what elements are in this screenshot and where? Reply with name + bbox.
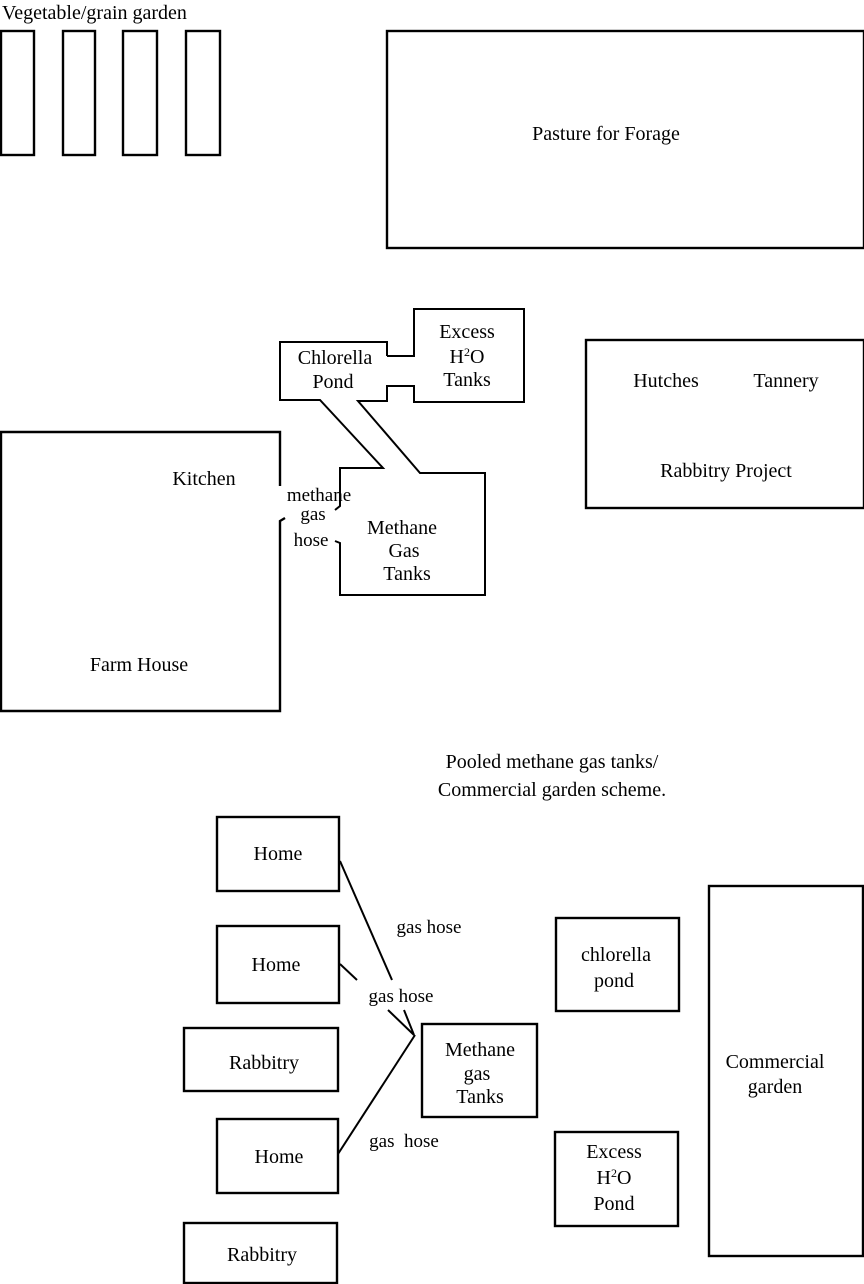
kitchen-label: Kitchen xyxy=(172,468,235,490)
caption-line1: Pooled methane gas tanks/ xyxy=(446,751,659,773)
garden-row-1 xyxy=(0,29,36,157)
excess-tanks-line2: H2O xyxy=(450,345,485,368)
gas-hose-line-2 xyxy=(339,963,358,981)
garden-row-3 xyxy=(121,29,159,157)
pooled-methane-line1: Methane xyxy=(445,1039,515,1061)
methane-hose-line2: gas xyxy=(300,504,325,525)
home-box-1 xyxy=(215,815,341,893)
gas-hose-line-1 xyxy=(339,860,393,981)
home-box-3 xyxy=(215,1117,340,1195)
rabbitry-project-box xyxy=(584,338,864,510)
bottom-excess-pond-box xyxy=(553,1130,680,1228)
chlorella-pond-line2: Pond xyxy=(312,371,353,393)
chlorella-to-methane-outline xyxy=(279,341,388,511)
methane-hose-line1: methane xyxy=(287,485,351,506)
garden-row-4 xyxy=(184,29,222,157)
chlorella-pond-outline xyxy=(334,308,525,596)
methane-hose-line3: hose xyxy=(294,530,329,551)
excess-tanks-line1: Excess xyxy=(439,321,495,343)
rabbitry-box-2 xyxy=(182,1221,339,1284)
home-label-2: Home xyxy=(252,954,301,976)
home-box-2 xyxy=(215,924,341,1005)
garden-title: Vegetable/grain garden xyxy=(2,2,187,24)
rabbitry-label-1: Rabbitry xyxy=(229,1052,299,1074)
rabbitry-box-1 xyxy=(182,1026,340,1093)
gas-hose-line-3 xyxy=(337,1034,416,1155)
excess-tanks-line3: Tanks xyxy=(443,369,491,391)
methane-tanks-line1: Methane xyxy=(367,517,437,539)
bottom-chlorella-line1: chlorella xyxy=(581,944,651,966)
farm-house-box xyxy=(0,430,286,713)
pasture-label: Pasture for Forage xyxy=(532,123,680,145)
farm-house-label: Farm House xyxy=(90,654,188,676)
methane-tanks-line2: Gas xyxy=(388,540,419,562)
commercial-garden-box xyxy=(707,884,864,1258)
caption-line2: Commercial garden scheme. xyxy=(438,779,666,801)
bottom-chlorella-line2: pond xyxy=(594,970,634,992)
gas-hose-line-1b xyxy=(403,1009,415,1036)
home-label-1: Home xyxy=(254,843,303,865)
bottom-excess-line1: Excess xyxy=(586,1141,642,1163)
bottom-excess-line2: H2O xyxy=(597,1166,632,1189)
pooled-methane-line3: Tanks xyxy=(456,1086,504,1108)
methane-tanks-line3: Tanks xyxy=(383,563,431,585)
gas-hose-label-2: gas hose xyxy=(369,986,434,1007)
bottom-chlorella-pond-box xyxy=(554,916,681,1013)
hutches-label: Hutches xyxy=(633,370,699,392)
bottom-excess-line3: Pond xyxy=(593,1193,634,1215)
gas-hose-label-3: gas hose xyxy=(369,1131,439,1152)
garden-row-2 xyxy=(61,29,97,157)
pooled-methane-line2: gas xyxy=(464,1063,491,1085)
home-label-3: Home xyxy=(255,1146,304,1168)
rabbitry-label-2: Rabbitry xyxy=(227,1244,297,1266)
commercial-garden-line1: Commercial xyxy=(726,1051,825,1073)
pooled-methane-tanks-box xyxy=(420,1022,539,1119)
chlorella-pond-line1: Chlorella xyxy=(298,347,373,369)
gas-hose-label-1: gas hose xyxy=(397,917,462,938)
gas-hose-line-2b xyxy=(387,1009,415,1036)
tannery-label: Tannery xyxy=(753,370,818,392)
commercial-garden-line2: garden xyxy=(748,1076,802,1098)
rabbitry-project-label: Rabbitry Project xyxy=(660,460,792,482)
pasture-box xyxy=(385,29,864,250)
